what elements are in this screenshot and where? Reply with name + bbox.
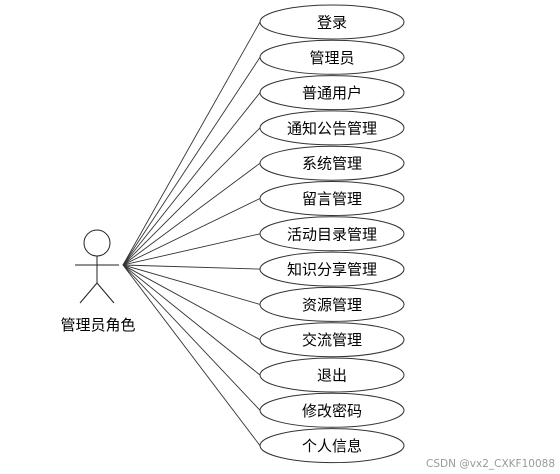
use-case-ellipse bbox=[259, 357, 405, 393]
use-case-label: 留言管理 bbox=[302, 190, 362, 208]
use-case-label: 登录 bbox=[317, 14, 347, 32]
watermark: CSDN @vx2_CXKF10088 bbox=[426, 458, 555, 470]
association-line bbox=[122, 198, 261, 266]
use-case-ellipse bbox=[259, 251, 405, 287]
association-lines bbox=[122, 21, 261, 446]
use-case-ellipse bbox=[259, 286, 405, 322]
use-case: 知识分享管理 bbox=[259, 251, 405, 287]
association-line bbox=[122, 264, 261, 305]
association-line bbox=[122, 264, 261, 446]
use-case-ellipse bbox=[259, 322, 405, 358]
use-case-label: 系统管理 bbox=[302, 155, 362, 173]
use-case: 管理员 bbox=[259, 39, 405, 75]
association-line bbox=[122, 57, 261, 266]
association-line bbox=[122, 92, 261, 266]
actor-head bbox=[83, 229, 111, 257]
use-case: 留言管理 bbox=[259, 181, 405, 216]
use-case-label: 通知公告管理 bbox=[287, 119, 377, 137]
use-case-label: 资源管理 bbox=[302, 296, 362, 314]
actor-right-leg bbox=[96, 282, 115, 304]
use-case-label: 个人信息 bbox=[302, 437, 362, 455]
use-case-ellipse bbox=[259, 75, 405, 111]
association-line bbox=[122, 21, 261, 266]
use-case: 登录 bbox=[259, 4, 405, 40]
use-case-ellipse bbox=[259, 4, 405, 40]
use-case-ellipse bbox=[259, 181, 405, 216]
use-case-label: 活动目录管理 bbox=[287, 225, 377, 243]
association-line bbox=[122, 264, 261, 341]
use-case: 系统管理 bbox=[259, 145, 405, 181]
association-line bbox=[122, 162, 261, 266]
use-case-ellipse bbox=[259, 39, 405, 75]
use-case-list: 登录管理员普通用户通知公告管理系统管理留言管理活动目录管理知识分享管理资源管理交… bbox=[259, 4, 405, 464]
use-case-label: 知识分享管理 bbox=[287, 261, 377, 279]
actor-left-leg bbox=[79, 282, 98, 304]
association-line bbox=[122, 127, 261, 266]
association-line bbox=[122, 264, 261, 411]
use-case-label: 管理员 bbox=[309, 49, 354, 67]
association-line bbox=[122, 264, 261, 270]
use-case-ellipse bbox=[259, 216, 405, 252]
use-case: 退出 bbox=[259, 357, 405, 393]
association-line bbox=[122, 233, 261, 266]
use-case-ellipse bbox=[259, 392, 405, 428]
use-case: 修改密码 bbox=[259, 392, 405, 428]
actor-label: 管理员角色 bbox=[60, 316, 135, 334]
use-case: 活动目录管理 bbox=[259, 216, 405, 252]
association-line bbox=[122, 264, 261, 376]
use-case-label: 修改密码 bbox=[302, 402, 362, 420]
use-case: 通知公告管理 bbox=[259, 110, 405, 146]
use-case-ellipse bbox=[259, 428, 405, 464]
use-case: 普通用户 bbox=[259, 75, 405, 111]
actor-figure bbox=[75, 229, 119, 304]
use-case: 交流管理 bbox=[259, 322, 405, 358]
use-case: 资源管理 bbox=[259, 286, 405, 322]
use-case-ellipse bbox=[259, 145, 405, 181]
use-case: 个人信息 bbox=[259, 428, 405, 464]
use-case-label: 交流管理 bbox=[302, 331, 362, 349]
use-case-ellipse bbox=[259, 110, 405, 146]
use-case-label: 普通用户 bbox=[302, 84, 362, 102]
use-case-label: 退出 bbox=[317, 367, 347, 385]
